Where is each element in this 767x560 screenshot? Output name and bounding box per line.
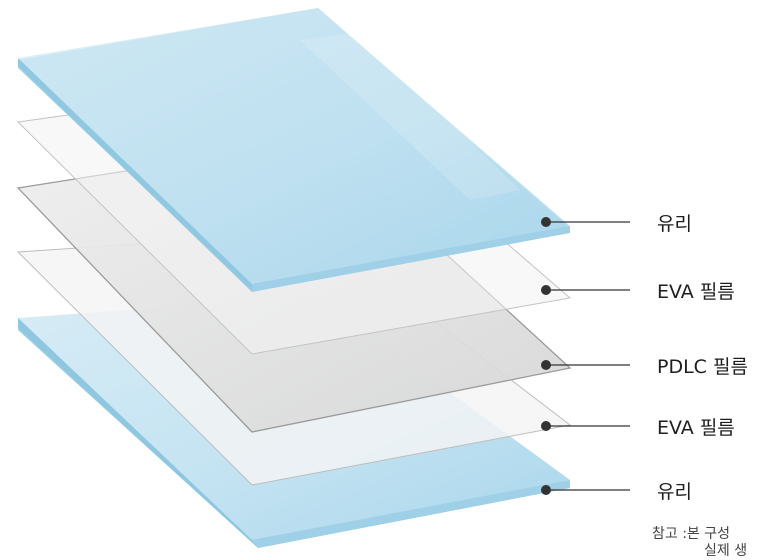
label-eva-film-lower: EVA 필름 — [657, 417, 735, 439]
leader-glass-bottom — [541, 485, 630, 495]
label-pdlc-film: PDLC 필름 — [657, 356, 748, 378]
label-glass-bottom: 유리 — [657, 481, 692, 503]
label-glass-top: 유리 — [657, 213, 692, 235]
note-line-1: 참고 :본 구성 — [652, 526, 731, 542]
label-eva-film-upper: EVA 필름 — [657, 281, 735, 303]
leader-glass-top — [541, 217, 630, 227]
leader-pdlc — [541, 360, 630, 370]
leader-eva-upper — [541, 285, 630, 295]
note-line-2: 실제 생 — [704, 543, 748, 559]
leader-eva-lower — [541, 421, 630, 431]
glass-top-layer — [18, 8, 570, 292]
